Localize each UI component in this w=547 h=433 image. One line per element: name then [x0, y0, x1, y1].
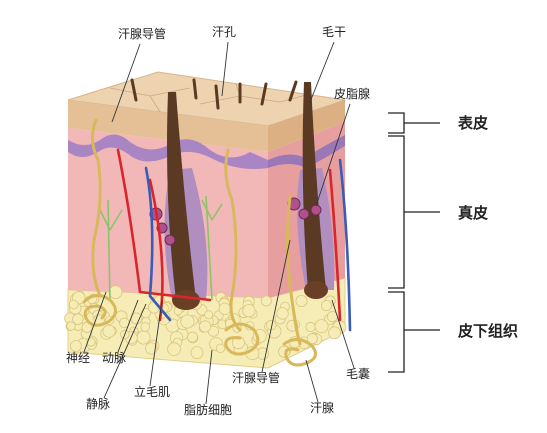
svg-text:汗腺导管: 汗腺导管 [118, 26, 166, 41]
fat-cell [70, 340, 82, 352]
fat-cell [305, 321, 316, 333]
label-arrector-pili: 立毛肌 [134, 299, 170, 399]
svg-text:立毛肌: 立毛肌 [134, 384, 170, 399]
svg-text:汗腺导管: 汗腺导管 [232, 370, 280, 385]
brace-dermis: 真皮 [388, 135, 488, 289]
svg-text:静脉: 静脉 [86, 396, 110, 411]
svg-text:真皮: 真皮 [458, 204, 488, 222]
brace-epidermis: 表皮 [388, 112, 488, 134]
fat-cell [145, 342, 158, 355]
nerves [99, 195, 223, 301]
label-sweat-gland: 汗腺 [305, 359, 334, 415]
fat-cell [187, 331, 198, 343]
sweat-duct-left [91, 118, 102, 298]
hair-shaft-right [302, 82, 326, 290]
label-follicle: 毛囊 [331, 299, 370, 381]
hair-follicle-right [297, 82, 335, 299]
svg-text:毛干: 毛干 [322, 25, 346, 39]
svg-text:皮脂腺: 皮脂腺 [334, 86, 370, 101]
fat-cell [295, 294, 308, 307]
svg-text:表皮: 表皮 [458, 114, 488, 132]
fat-cell [102, 324, 116, 338]
sweat-duct-middle [224, 148, 242, 332]
basal-layer-side [268, 135, 345, 168]
artery-vessel [116, 148, 342, 322]
fat-cell [278, 345, 291, 358]
fat-cell [72, 313, 84, 325]
fat-cell [314, 319, 329, 334]
fat-cell [218, 302, 232, 316]
blood-vessels [116, 148, 352, 332]
fat-cell [242, 304, 256, 318]
svg-text:汗腺: 汗腺 [310, 401, 334, 415]
svg-text:皮下组织: 皮下组织 [458, 322, 518, 340]
svg-text:汗孔: 汗孔 [212, 25, 236, 39]
fat-cell [136, 330, 151, 345]
svg-text:神经: 神经 [66, 351, 90, 365]
fat-cell [204, 310, 214, 320]
label-sweat-duct-bottom: 汗腺导管 [232, 239, 291, 385]
fat-cell [180, 314, 195, 329]
fat-cell [108, 285, 123, 300]
hair-follicle-left [164, 92, 208, 310]
brace-subcutis: 皮下组织 [388, 291, 518, 373]
fat-cell [66, 321, 76, 331]
svg-text:脂肪细胞: 脂肪细胞 [184, 402, 232, 417]
fat-cell [328, 326, 342, 340]
label-hair-shaft: 毛干 [309, 25, 346, 103]
label-vein: 静脉 [86, 303, 147, 411]
fat-cell [68, 299, 79, 310]
label-fat-cells: 脂肪细胞 [184, 349, 232, 417]
fat-cell [140, 307, 151, 319]
sweat-glands [82, 118, 318, 367]
fat-cell [260, 295, 272, 307]
fat-cell [199, 320, 212, 333]
label-pore: 汗孔 [212, 25, 236, 97]
fat-cell [306, 333, 318, 345]
hair-shaft-main [167, 92, 196, 300]
label-nerve: 神经 [66, 291, 107, 365]
fat-cell [167, 342, 181, 356]
fat-cell [320, 299, 332, 311]
label-sweat-duct-top: 汗腺导管 [111, 26, 166, 123]
sweat-duct-right [285, 194, 302, 346]
fat-cell [215, 343, 226, 354]
label-sebaceous-gland: 皮脂腺 [315, 86, 370, 207]
vein-vessel [144, 158, 352, 332]
fat-cell [276, 307, 289, 320]
fat-cell [140, 322, 151, 332]
svg-text:毛囊: 毛囊 [346, 366, 370, 381]
fat-cell [190, 346, 204, 360]
surface-hairs [130, 78, 298, 110]
